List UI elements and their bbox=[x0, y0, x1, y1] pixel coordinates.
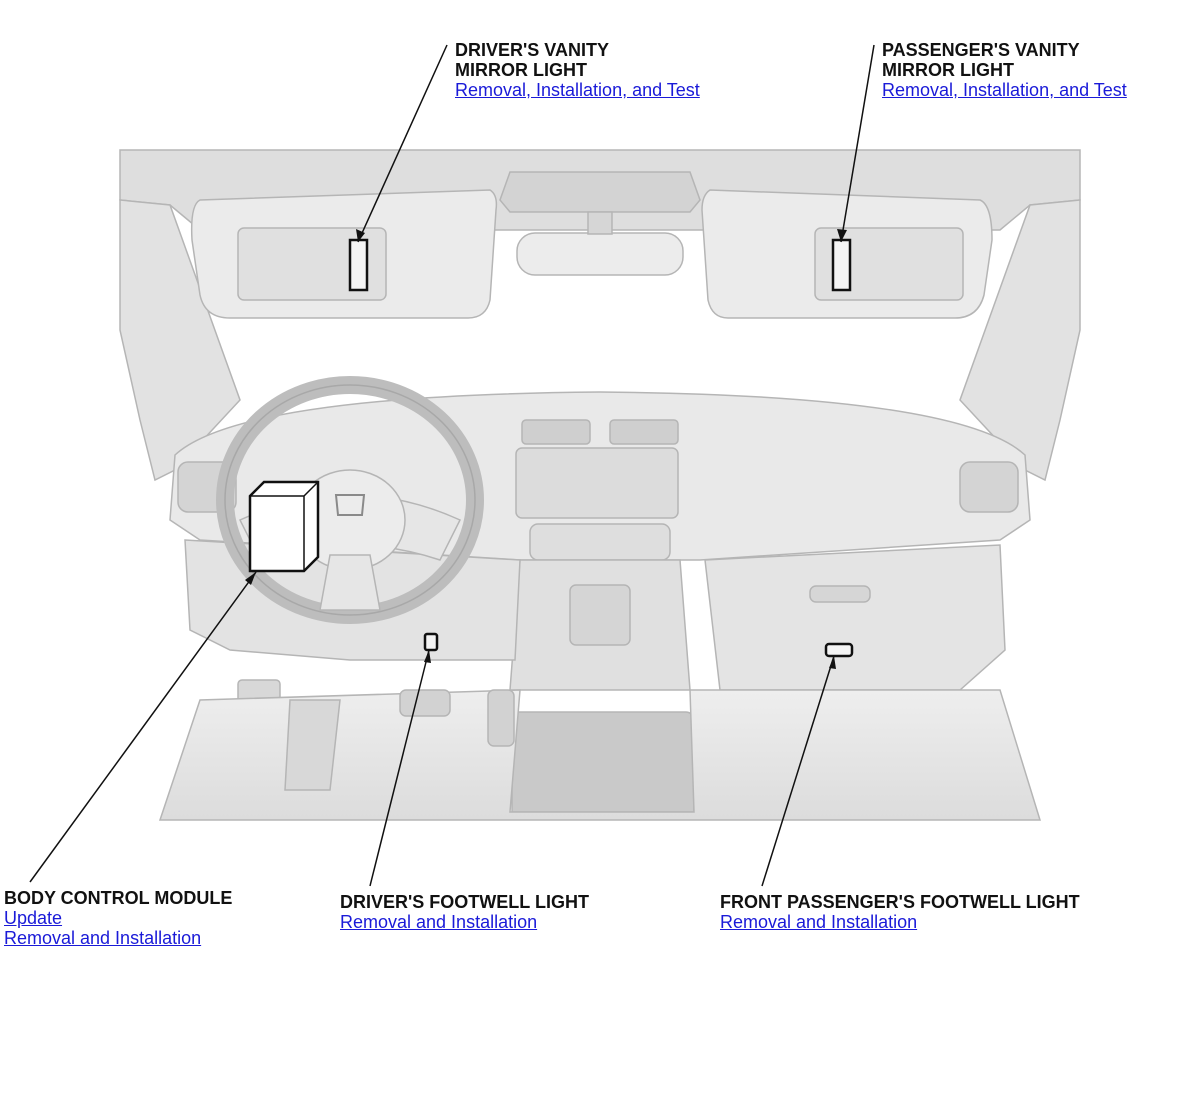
drivers-footwell-leader bbox=[369, 649, 430, 887]
overhead-console bbox=[499, 171, 701, 213]
drivers-vanity-light-marker bbox=[348, 238, 369, 292]
drivers-footwell-title: DRIVER'S FOOTWELL LIGHT bbox=[340, 892, 589, 912]
brake-pedal bbox=[399, 689, 451, 717]
body-control-module-leader bbox=[29, 571, 257, 883]
center-display bbox=[515, 447, 679, 519]
leader-lines bbox=[29, 44, 875, 887]
honda-emblem bbox=[334, 494, 366, 516]
component-highlights bbox=[248, 238, 854, 658]
front-passengers-footwell-removal-link[interactable]: Removal and Installation bbox=[720, 912, 918, 932]
passenger-vanity-mirror bbox=[814, 227, 964, 301]
glovebox bbox=[704, 544, 1006, 691]
floor bbox=[158, 689, 1042, 821]
passengers-vanity-leader bbox=[840, 44, 875, 243]
right-a-pillar bbox=[959, 199, 1081, 482]
drivers-vanity-removal-link[interactable]: Removal, Installation, and Test bbox=[455, 80, 700, 100]
climate-panel bbox=[529, 523, 671, 561]
drivers-vanity-title-line2: MIRROR LIGHT bbox=[455, 60, 587, 80]
passengers-vanity-light-marker bbox=[831, 238, 852, 292]
passengers-vanity-title-line2: MIRROR LIGHT bbox=[882, 60, 1014, 80]
center-vent-right bbox=[609, 419, 679, 445]
glovebox-handle bbox=[809, 585, 871, 603]
drivers-footwell-removal-link[interactable]: Removal and Installation bbox=[340, 912, 538, 932]
front-passengers-footwell-light-marker bbox=[824, 642, 854, 658]
center-armrest bbox=[511, 711, 695, 813]
passengers-vanity-callout: PASSENGER'S VANITY MIRROR LIGHT Removal,… bbox=[882, 40, 1127, 100]
drivers-vanity-title-line1: DRIVER'S VANITY bbox=[455, 40, 609, 60]
front-passengers-footwell-callout: FRONT PASSENGER'S FOOTWELL LIGHT Removal… bbox=[720, 892, 1080, 932]
drivers-vanity-leader bbox=[357, 44, 448, 243]
drivers-footwell-callout: DRIVER'S FOOTWELL LIGHT Removal and Inst… bbox=[340, 892, 589, 932]
body-control-module-title: BODY CONTROL MODULE bbox=[4, 888, 233, 908]
drivers-vanity-callout: DRIVER'S VANITY MIRROR LIGHT Removal, In… bbox=[455, 40, 700, 100]
shifter-area bbox=[569, 584, 631, 646]
front-passengers-footwell-leader bbox=[761, 655, 835, 887]
center-vent-left bbox=[521, 419, 591, 445]
rearview-mirror bbox=[516, 232, 684, 276]
left-footrest bbox=[284, 699, 341, 791]
mirror-stem bbox=[587, 211, 613, 235]
right-side-vent bbox=[959, 461, 1019, 513]
drivers-footwell-light-marker bbox=[423, 632, 439, 652]
front-passengers-footwell-title: FRONT PASSENGER'S FOOTWELL LIGHT bbox=[720, 892, 1080, 912]
body-control-module-marker bbox=[248, 480, 320, 573]
body-control-module-removal-link[interactable]: Removal and Installation bbox=[4, 928, 202, 948]
passengers-vanity-title-line1: PASSENGER'S VANITY bbox=[882, 40, 1080, 60]
body-control-module-update-link[interactable]: Update bbox=[4, 908, 63, 928]
accelerator-pedal bbox=[487, 689, 515, 747]
leader-arrowheads bbox=[245, 229, 847, 669]
passengers-vanity-removal-link[interactable]: Removal, Installation, and Test bbox=[882, 80, 1127, 100]
left-a-pillar bbox=[119, 199, 241, 482]
body-control-module-callout: BODY CONTROL MODULE Update Removal and I… bbox=[4, 888, 232, 948]
